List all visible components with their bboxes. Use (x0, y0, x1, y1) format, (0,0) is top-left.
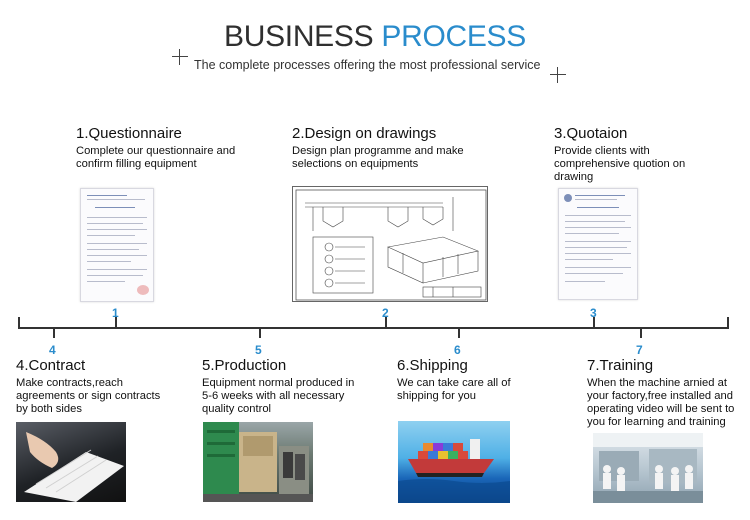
timeline-tick (458, 327, 460, 338)
step-4-desc: Make contracts,reach agreements or sign … (16, 377, 161, 415)
step-5-desc: Equipment normal produced in 5-6 weeks w… (202, 377, 355, 415)
timeline-axis (18, 327, 729, 329)
step-1-number: 1 (112, 306, 119, 320)
step-3-title: 3.Quotaion (554, 125, 628, 142)
step-6-title: 6.Shipping (397, 357, 468, 374)
step-2-title: 2.Design on drawings (292, 125, 437, 142)
title-business: BUSINESS (224, 20, 374, 53)
quotation-document-image (558, 188, 638, 300)
step-6-number: 6 (454, 343, 461, 357)
step-4-title: 4.Contract (16, 357, 86, 374)
timeline-tick (53, 327, 55, 338)
questionnaire-document-image (80, 188, 154, 302)
timeline-tick (18, 317, 20, 328)
step-2-number: 2 (382, 306, 389, 320)
signing-contract-photo (16, 422, 126, 502)
page-title: BUSINESS PROCESS (0, 20, 750, 54)
step-7-title: 7.Training (587, 357, 654, 374)
crosshair-decoration-icon (172, 49, 188, 65)
cargo-ship-photo (398, 421, 510, 503)
timeline-tick (593, 317, 595, 328)
step-5-number: 5 (255, 343, 262, 357)
crosshair-decoration-icon (550, 67, 566, 83)
step-5-title: 5.Production (202, 357, 287, 374)
step-7-number: 7 (636, 343, 643, 357)
step-4-number: 4 (49, 343, 56, 357)
production-loading-photo (203, 422, 313, 502)
title-process: PROCESS (381, 20, 526, 53)
step-6-desc: We can take care all of shipping for you (397, 377, 511, 402)
timeline-tick (259, 327, 261, 338)
step-3-desc: Provide clients with comprehensive quoti… (554, 145, 686, 183)
step-7-desc: When the machine arnied at your factory,… (587, 377, 735, 428)
step-2-desc: Design plan programme and make selection… (292, 145, 464, 170)
page-subtitle: The complete processes offering the most… (194, 58, 541, 72)
timeline-tick (727, 317, 729, 328)
step-3-number: 3 (590, 306, 597, 320)
factory-training-photo (593, 433, 703, 503)
timeline-tick (115, 317, 117, 328)
timeline-tick (640, 327, 642, 338)
timeline-tick (385, 317, 387, 328)
step-1-title: 1.Questionnaire (76, 125, 182, 142)
engineering-drawing-image (292, 186, 488, 302)
step-1-desc: Complete our questionnaire and confirm f… (76, 145, 236, 170)
